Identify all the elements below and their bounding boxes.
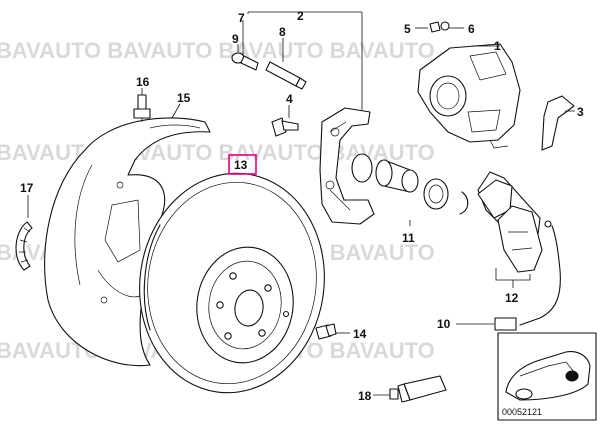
callout-1: 1 bbox=[494, 39, 501, 53]
callout-5: 5 bbox=[404, 22, 411, 36]
backing-plate-bolt bbox=[133, 94, 151, 122]
brake-disc bbox=[139, 172, 325, 394]
brake-caliper bbox=[417, 43, 521, 149]
piston-seal-kit bbox=[351, 153, 469, 215]
wear-sensor bbox=[494, 220, 561, 331]
highlight-box bbox=[228, 154, 257, 175]
callout-11: 11 bbox=[402, 231, 415, 245]
callout-18: 18 bbox=[358, 389, 372, 403]
callout-15: 15 bbox=[177, 91, 191, 105]
car-location-inset bbox=[497, 332, 597, 421]
reference-code: 00052121 bbox=[502, 407, 542, 417]
callout-6: 6 bbox=[468, 22, 475, 36]
disc-screw bbox=[315, 323, 337, 340]
callout-17: 17 bbox=[20, 181, 34, 195]
callout-4: 4 bbox=[286, 92, 293, 106]
guide-pin bbox=[265, 61, 307, 90]
callout-13: 13 bbox=[234, 158, 248, 172]
callout-9: 9 bbox=[232, 32, 239, 46]
guide-bushing bbox=[240, 55, 259, 71]
grease-tube bbox=[389, 375, 447, 403]
bleeder-screw bbox=[429, 21, 450, 33]
callout-2: 2 bbox=[297, 9, 304, 23]
leader-lines bbox=[27, 11, 575, 396]
callout-8: 8 bbox=[279, 25, 286, 39]
parking-brake-part bbox=[15, 221, 33, 271]
caliper-carrier bbox=[319, 107, 375, 225]
callout-7: 7 bbox=[238, 11, 245, 25]
callout-14: 14 bbox=[353, 327, 367, 341]
brake-pads bbox=[477, 171, 543, 273]
watermark-row-1: BAVAUTO BAVAUTO BAVAUTO BAVAUTO bbox=[0, 38, 435, 63]
callout-10: 10 bbox=[437, 317, 451, 331]
callouts: 1 2 3 4 5 6 7 8 9 10 11 12 13 14 15 16 1… bbox=[20, 9, 584, 417]
callout-3: 3 bbox=[577, 105, 584, 119]
spring-clip bbox=[541, 95, 575, 151]
callout-16: 16 bbox=[136, 75, 150, 89]
callout-12: 12 bbox=[505, 291, 519, 305]
carrier-bolt bbox=[271, 117, 299, 137]
